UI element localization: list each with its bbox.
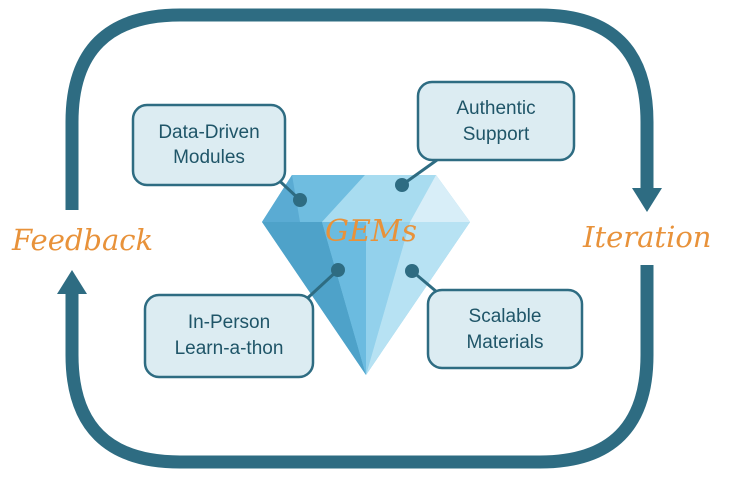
cycle-path-left: [65, 265, 654, 469]
box-authentic-line1: Authentic: [456, 98, 535, 119]
box-in-person-learn-a-thon: In-Person Learn-a-thon: [143, 293, 315, 379]
box-in-person-line1: In-Person: [188, 312, 270, 333]
box-scalable-line2: Materials: [466, 332, 543, 353]
connector-dot-data-driven: [293, 193, 307, 207]
box-authentic-line2: Support: [463, 124, 530, 145]
arrow-up-icon: [57, 270, 87, 294]
box-scalable-materials: Scalable Materials: [426, 288, 584, 370]
box-in-person-line2: Learn-a-thon: [175, 338, 284, 359]
connector-authentic: [401, 158, 438, 187]
gem-diamond-icon: [262, 175, 470, 375]
connector-dot-authentic: [395, 178, 409, 192]
feedback-label: Feedback: [11, 223, 153, 257]
connector-dot-scalable: [405, 264, 419, 278]
connector-dot-in-person: [331, 263, 345, 277]
box-scalable-line1: Scalable: [469, 306, 542, 327]
box-data-driven-line1: Data-Driven: [158, 122, 259, 143]
cycle-path-right: [65, 8, 654, 210]
box-data-driven-line2: Modules: [173, 147, 245, 168]
box-data-driven-modules: Data-Driven Modules: [131, 103, 287, 187]
box-authentic-support: Authentic Support: [416, 80, 576, 162]
iteration-label: Iteration: [582, 220, 712, 254]
arrow-down-icon: [632, 188, 662, 212]
gems-title: GEMs: [325, 214, 417, 249]
